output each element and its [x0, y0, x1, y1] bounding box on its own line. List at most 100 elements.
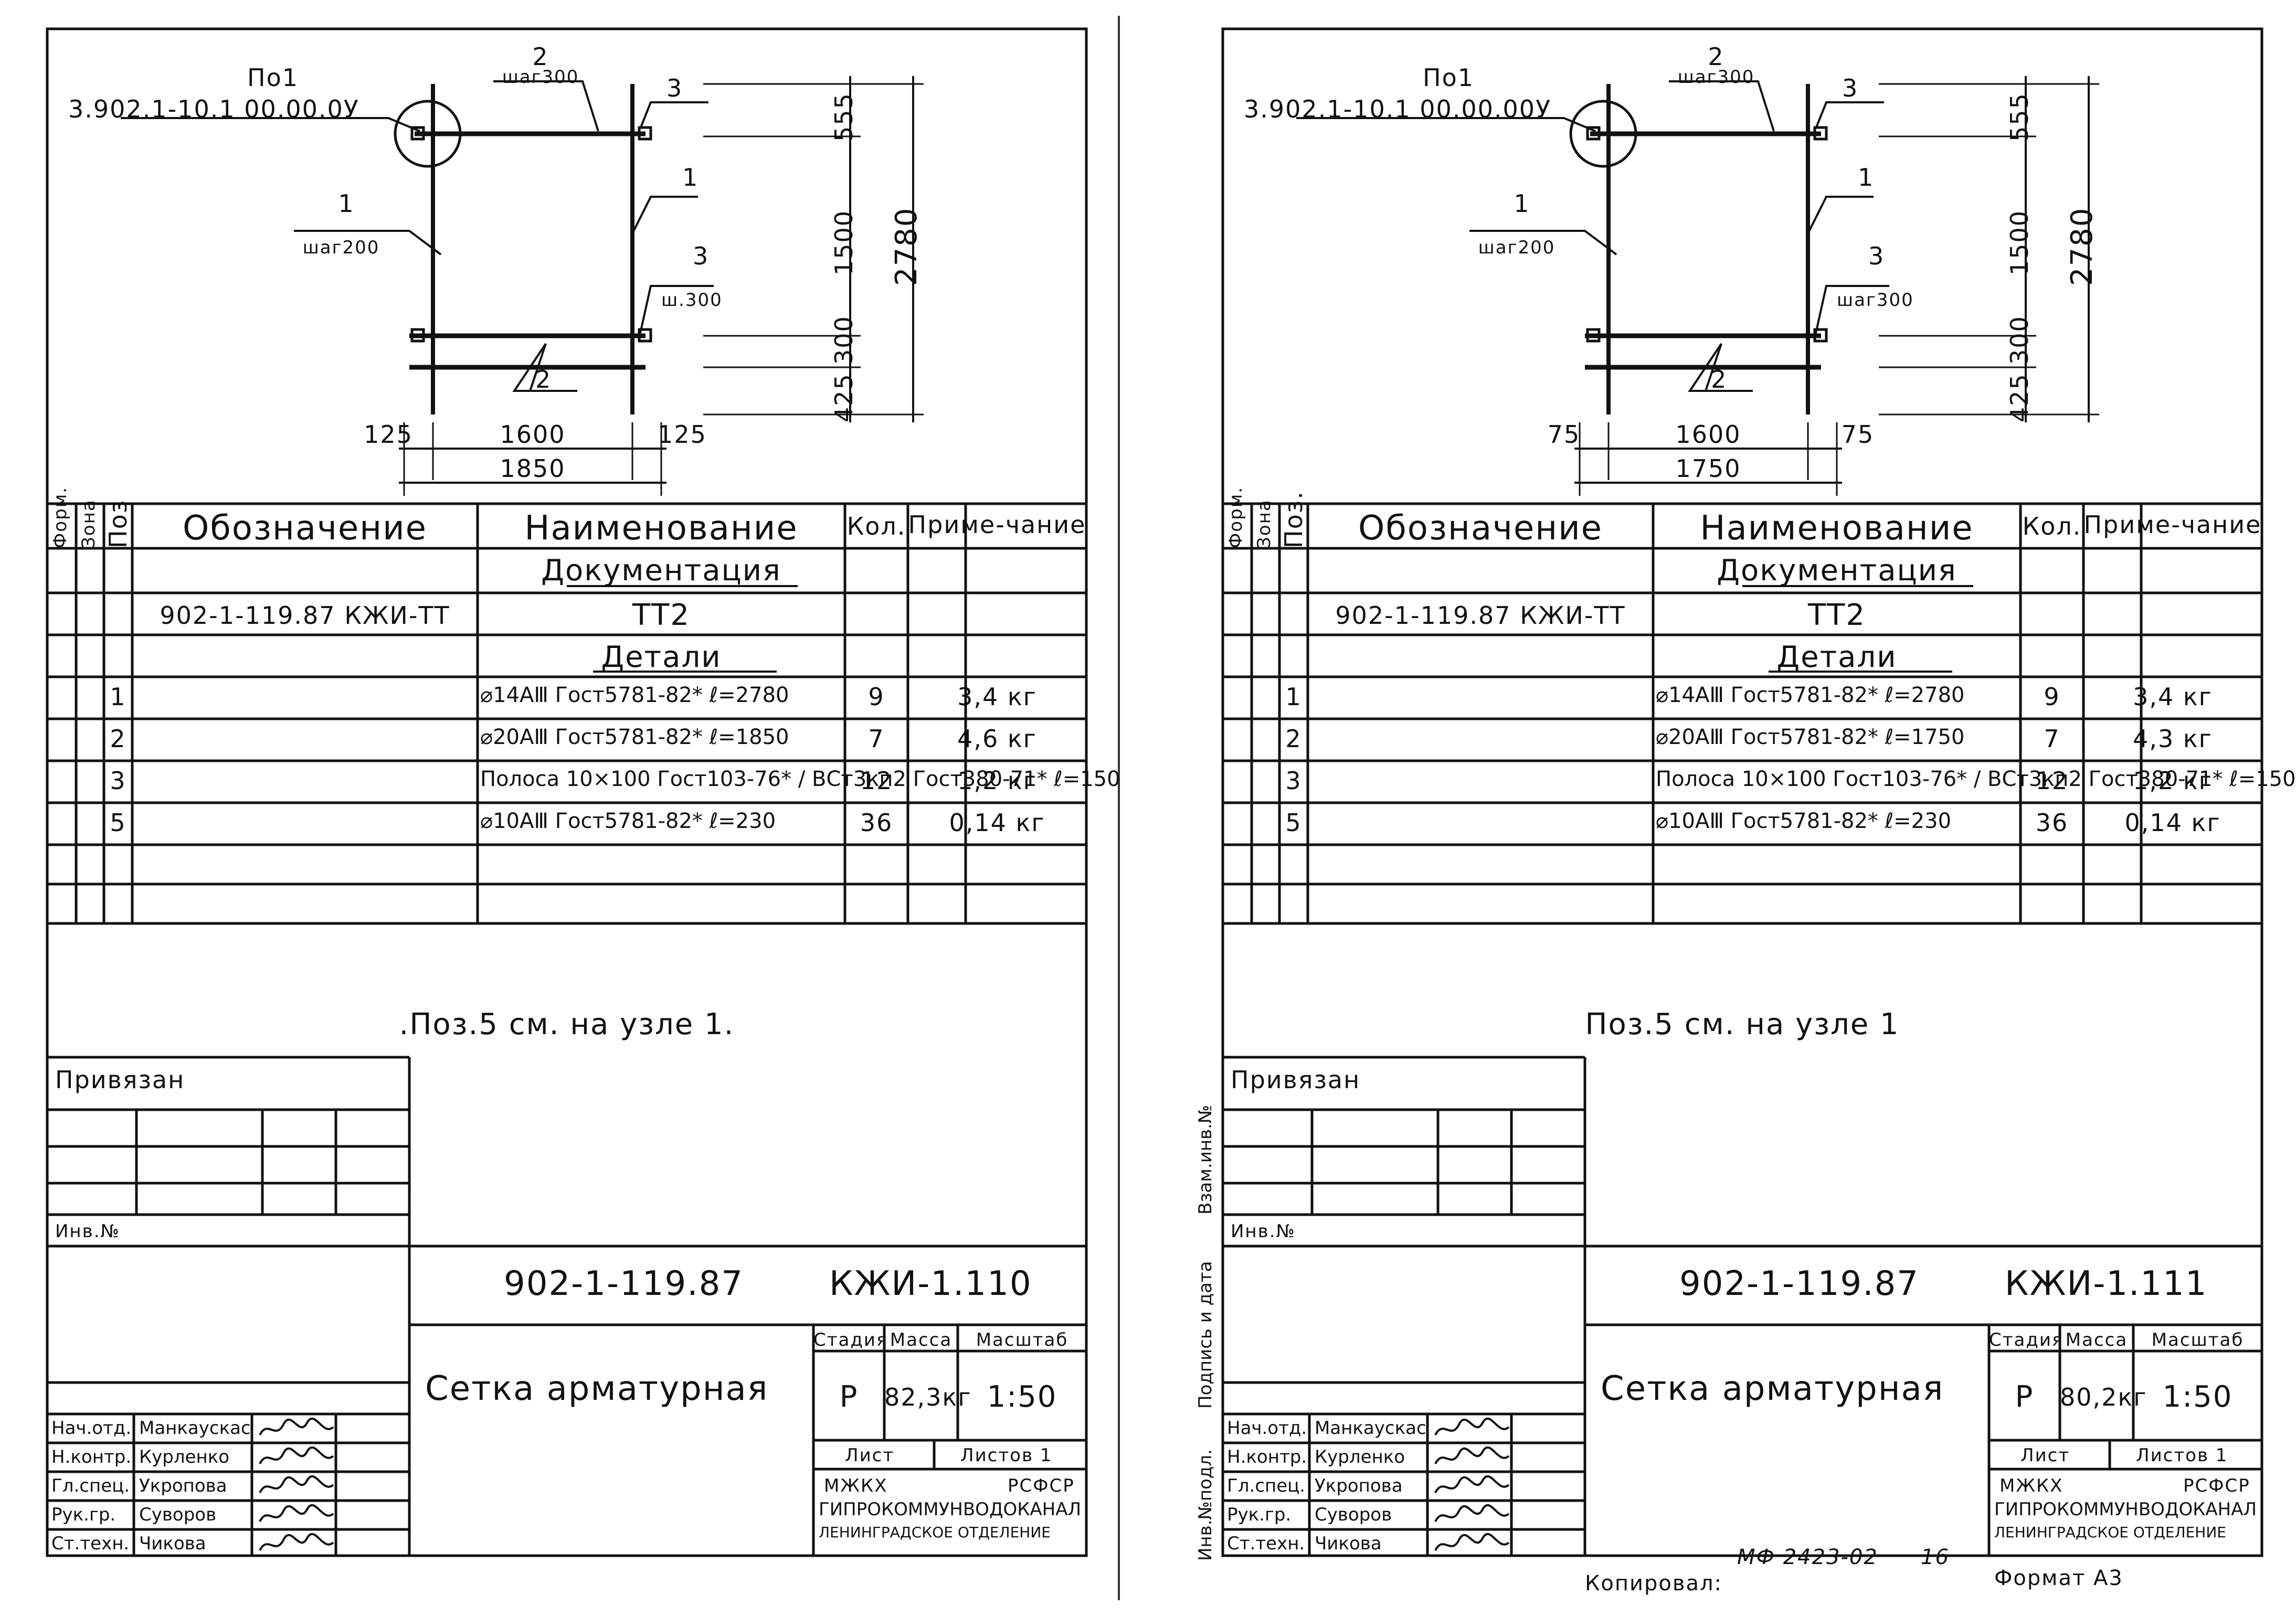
signer-name: Укропова — [139, 1475, 227, 1496]
spec-row-note: 3,4 кг — [2133, 683, 2213, 711]
document-code: 902-1-119.87 — [1679, 1264, 1919, 1303]
col-header-qty: Кол. — [847, 512, 906, 540]
spec-row-name: ⌀20АⅢ Гост5781-82* ℓ=1750 — [1656, 725, 1965, 749]
scale-value: 1:50 — [2162, 1380, 2233, 1414]
spec-row-pos: 3 — [1285, 767, 1302, 795]
footer-reference: МФ 2423-02 — [1737, 1545, 1878, 1569]
dim-1600: 1600 — [500, 420, 566, 449]
spec-row-name: Полоса 10×100 Гост103-76* / ВСт3кп2 Гост… — [1656, 767, 2296, 791]
pos-3-right-step: ш.300 — [661, 290, 723, 311]
spec-row-note: 0,14 кг — [2124, 809, 2221, 837]
col-header-zone: Зона — [1254, 499, 1275, 548]
dim-1500: 1500 — [830, 209, 858, 275]
signer-role: Н.контр. — [1227, 1447, 1307, 1468]
pos-1-left-step: шаг200 — [1478, 237, 1556, 258]
sheet-linework — [46, 27, 1088, 1557]
spec-row-name: ⌀14АⅢ Гост5781-82* ℓ=2780 — [480, 683, 789, 707]
scale-header: Масштаб — [976, 1330, 1068, 1351]
pos-3-right-label: 3 — [693, 242, 710, 270]
org-line-2: РСФСР — [1008, 1475, 1075, 1496]
signer-role: Рук.гр. — [1227, 1504, 1292, 1525]
signer-role: Н.контр. — [51, 1447, 132, 1468]
drawing-sheet-2: По1 3.902.1-10.1 00.00.00У 2 шаг300 3 1 … — [1195, 24, 2296, 1569]
pos-1-left-label: 1 — [1514, 189, 1530, 218]
dim-1600: 1600 — [1675, 420, 1741, 449]
spec-row-pos: 1 — [1285, 683, 1302, 711]
stage-header: Стадия — [1989, 1330, 2064, 1351]
signer-name: Чикова — [1315, 1533, 1382, 1554]
spec-row-name: ⌀10АⅢ Гост5781-82* ℓ=230 — [1656, 809, 1952, 833]
spec-row-pos: 2 — [1285, 725, 1302, 753]
stage-value: Р — [839, 1380, 859, 1414]
footer-copied-by: Копировал: — [1585, 1571, 1723, 1596]
signer-role: Ст.техн. — [51, 1533, 130, 1554]
signer-role: Нач.отд. — [51, 1418, 132, 1439]
pos-3-top-label: 3 — [666, 74, 683, 102]
doc-designation: 902-1-119.87 КЖИ-ТТ — [160, 601, 450, 630]
position-note: Поз.5 см. на узле 1 — [1585, 1007, 1900, 1041]
spec-row-name: ⌀10АⅢ Гост5781-82* ℓ=230 — [480, 809, 776, 833]
handwritten-signature — [259, 1417, 334, 1436]
spec-row-pos: 1 — [110, 683, 126, 711]
handwritten-signature — [1434, 1446, 1510, 1464]
signer-name: Суворов — [139, 1504, 217, 1525]
drawing-title: Сетка арматурная — [1601, 1369, 1944, 1408]
pos-1-right-label: 1 — [682, 163, 699, 192]
spec-row-name: ⌀14АⅢ Гост5781-82* ℓ=2780 — [1656, 683, 1965, 707]
col-header-name: Наименование — [1700, 509, 1974, 548]
spec-row-qty: 36 — [2035, 809, 2069, 837]
pos-3-top-label: 3 — [1842, 74, 1859, 102]
drawing-sheet-1: По1 3.902.1-10.1 00.00.0У 2 шаг300 3 1 ш… — [42, 24, 1120, 1569]
doc-name: ТТ2 — [1807, 598, 1866, 632]
dim-left-edge: 75 — [1547, 420, 1581, 449]
mass-value: 82,3кг — [884, 1383, 972, 1411]
node-reference: 3.902.1-10.1 00.00.00У — [1244, 95, 1552, 123]
pos-2-top-label: 2 — [1708, 42, 1724, 71]
pos-2-bottom-label: 2 — [1711, 365, 1728, 394]
dim-1500: 1500 — [2005, 209, 2034, 275]
document-mark: КЖИ-1.110 — [829, 1264, 1032, 1303]
handwritten-signature — [259, 1504, 334, 1522]
scale-value: 1:50 — [987, 1380, 1057, 1414]
inv-no-label: Инв.№ — [1231, 1221, 1296, 1242]
signer-role: Гл.спец. — [1227, 1475, 1306, 1496]
spec-row-qty: 36 — [860, 809, 893, 837]
signer-name: Курленко — [1315, 1447, 1405, 1468]
col-header-form: Форм. — [50, 486, 71, 548]
handwritten-signature — [259, 1475, 334, 1493]
privyazan-label: Привязан — [55, 1066, 185, 1094]
inv-no-label: Инв.№ — [55, 1221, 120, 1242]
dim-555: 555 — [2005, 92, 2034, 142]
col-header-form: Форм. — [1225, 486, 1246, 548]
section-parts: Детали — [601, 640, 722, 674]
col-header-note: Приме-чание — [908, 511, 1086, 539]
col-header-name: Наименование — [524, 509, 798, 548]
section-documentation: Документация — [1717, 554, 1957, 588]
node-circle — [1569, 100, 1637, 168]
sheet-header: Лист — [845, 1445, 895, 1466]
document-code: 902-1-119.87 — [504, 1264, 744, 1303]
dim-555: 555 — [830, 92, 858, 142]
spec-row-qty: 7 — [2044, 725, 2060, 753]
pos-2-top-step: шаг300 — [1677, 67, 1755, 88]
signer-name: Суворов — [1315, 1504, 1392, 1525]
spec-row-name: Полоса 10×100 Гост103-76* / ВСт3кп2 Гост… — [480, 767, 1120, 791]
dim-total-width: 1850 — [500, 454, 566, 483]
spec-row-note: 1,2 кг — [957, 767, 1037, 795]
handwritten-signature — [1434, 1533, 1510, 1551]
sheet-frame — [46, 27, 1088, 1557]
pos-2-top-step: шаг300 — [502, 67, 579, 88]
col-header-designation: Обозначение — [1358, 509, 1603, 548]
spec-row-pos: 5 — [1285, 809, 1302, 837]
pos-1-left-step: шаг200 — [302, 237, 380, 258]
sheets-count: Листов 1 — [2136, 1445, 2228, 1466]
sheet-linework — [1221, 27, 2263, 1557]
signer-name: Манкаускас — [139, 1418, 251, 1439]
spec-row-pos: 3 — [110, 767, 126, 795]
org-line-2: РСФСР — [2183, 1475, 2250, 1496]
signer-name: Курленко — [139, 1447, 230, 1468]
sheet-header: Лист — [2020, 1445, 2070, 1466]
dim-2780: 2780 — [2065, 207, 2099, 286]
pos-2-top-label: 2 — [532, 42, 549, 71]
sheets-count: Листов 1 — [960, 1445, 1053, 1466]
